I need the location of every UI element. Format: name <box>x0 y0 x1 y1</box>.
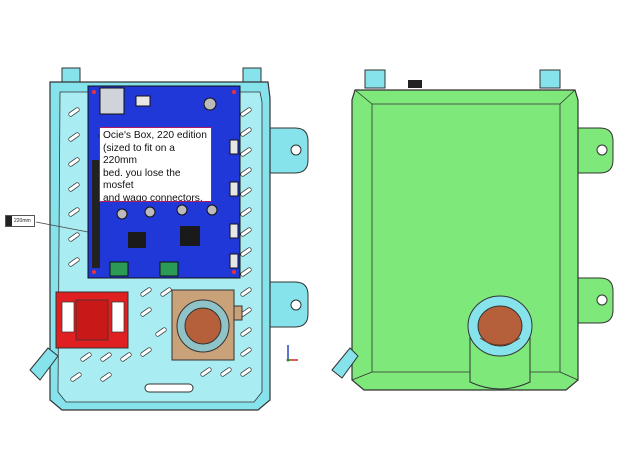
corner-post <box>539 69 561 89</box>
leader-line <box>35 221 89 233</box>
usb-power-jack <box>171 289 243 361</box>
vent-slots <box>68 107 252 382</box>
axis-triad <box>286 345 298 362</box>
corner-post <box>364 69 386 89</box>
side-pipe <box>29 347 59 381</box>
closed-enclosure-view <box>331 69 614 391</box>
cable-slot <box>144 383 194 393</box>
mount-tab <box>574 277 614 324</box>
mount-tab <box>574 127 614 174</box>
usb-power-jack <box>467 295 533 390</box>
annotation-note: Ocie's Box, 220 edition (sized to fit on… <box>99 127 212 202</box>
dimension-label: 220mm <box>5 215 35 227</box>
mount-tab <box>267 127 309 174</box>
fan-pcb <box>55 291 129 349</box>
dimension-text: 220mm <box>14 218 31 224</box>
dimension-tick-icon <box>6 216 12 226</box>
side-pipe <box>331 347 359 379</box>
open-enclosure-view <box>29 67 309 411</box>
mount-tab <box>267 281 309 328</box>
